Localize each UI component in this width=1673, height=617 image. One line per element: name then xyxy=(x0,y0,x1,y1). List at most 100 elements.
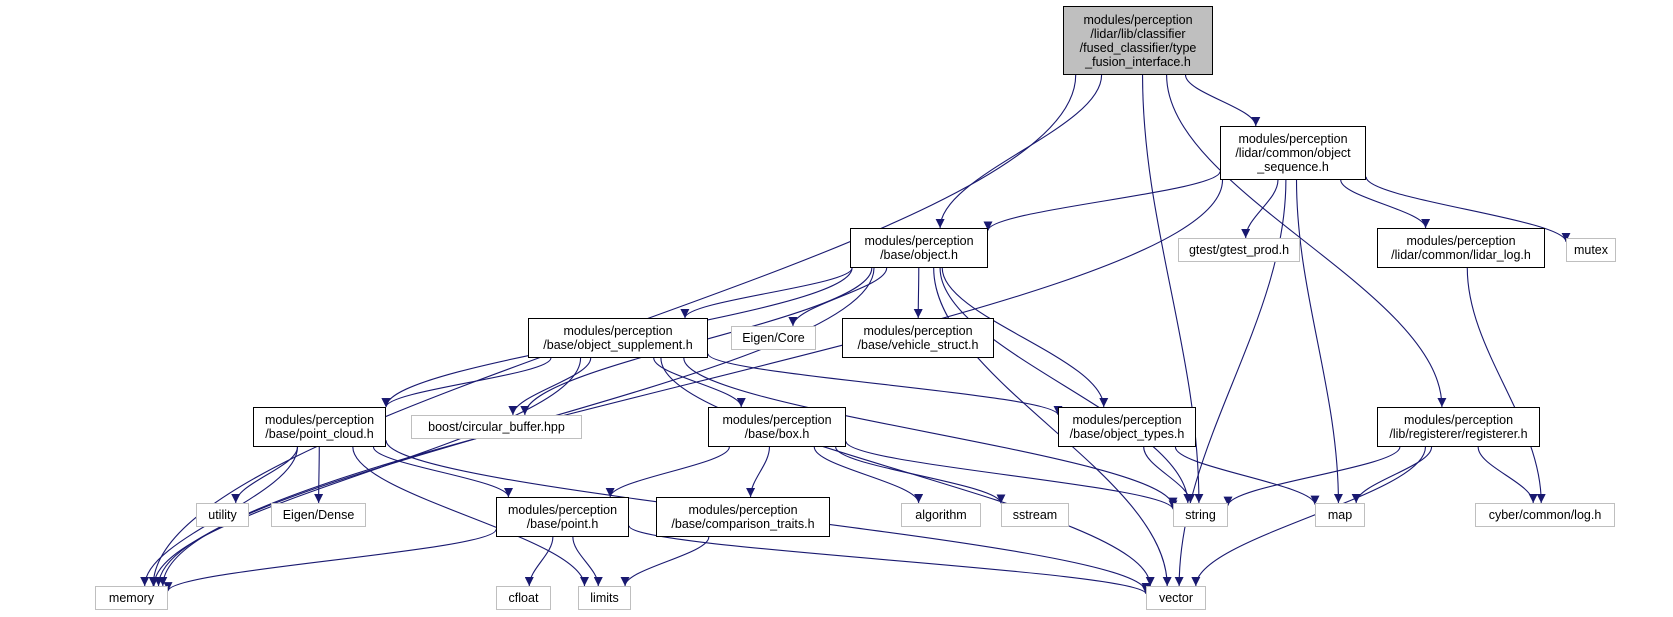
edge-type-fusion-interface-to-registerer xyxy=(1166,74,1447,408)
edge-comparison-traits-to-limits xyxy=(620,536,710,587)
node-eigen-core: Eigen/Core xyxy=(731,326,816,350)
node-label-line: /base/vehicle_struct.h xyxy=(857,338,979,352)
node-cfloat: cfloat xyxy=(496,586,551,610)
edge-point-to-memory xyxy=(163,529,497,592)
edge-object-supplement-to-object-types xyxy=(707,353,1063,416)
edge-object-sequence-to-object xyxy=(983,171,1221,231)
edge-point-cloud-to-limits xyxy=(352,446,589,587)
edge-box-to-string xyxy=(845,441,1178,510)
node-comparison-traits[interactable]: modules/perception/base/comparison_trait… xyxy=(656,497,830,537)
node-label-line: /base/point_cloud.h xyxy=(265,427,374,441)
node-label-line: /base/object.h xyxy=(880,248,958,262)
node-label-line: string xyxy=(1185,508,1216,522)
edge-object-supplement-to-point-cloud xyxy=(381,357,552,408)
node-sstream: sstream xyxy=(1001,503,1069,527)
node-map: map xyxy=(1315,503,1365,527)
node-label-line: /base/point.h xyxy=(526,517,599,531)
node-label-line: modules/perception xyxy=(722,413,832,427)
node-label-line: map xyxy=(1327,508,1353,522)
edge-object-sequence-to-map xyxy=(1295,179,1343,504)
edge-object-types-to-string xyxy=(1143,446,1195,504)
edge-object-supplement-to-string xyxy=(683,357,1178,507)
node-label-line: /base/comparison_traits.h xyxy=(671,517,815,531)
node-mutex: mutex xyxy=(1566,238,1616,262)
node-label-line: algorithm xyxy=(915,508,967,522)
edge-type-fusion-interface-to-string xyxy=(1141,74,1204,504)
edge-type-fusion-interface-to-object xyxy=(935,74,1103,229)
node-algorithm: algorithm xyxy=(901,503,981,527)
edge-point-cloud-to-eigen-dense xyxy=(314,446,324,504)
edge-point-cloud-to-point xyxy=(372,446,513,498)
node-vehicle-struct[interactable]: modules/perception/base/vehicle_struct.h xyxy=(842,318,994,358)
edge-lidar-log-to-cyber-log xyxy=(1466,267,1546,504)
node-label-line: modules/perception xyxy=(264,413,375,427)
node-eigen-dense: Eigen/Dense xyxy=(271,503,366,527)
edge-object-to-object-supplement xyxy=(680,267,853,319)
edge-registerer-to-vector xyxy=(1191,446,1427,587)
node-box[interactable]: modules/perception/base/box.h xyxy=(708,407,846,447)
node-string: string xyxy=(1173,503,1228,527)
node-type-fusion-interface[interactable]: modules/perception/lidar/lib/classifier/… xyxy=(1063,6,1213,75)
node-label-line: /lidar/common/lidar_log.h xyxy=(1391,248,1531,262)
node-label-line: /base/box.h xyxy=(744,427,810,441)
edge-object-supplement-to-box xyxy=(653,357,746,408)
node-registerer[interactable]: modules/perception/lib/registerer/regist… xyxy=(1377,407,1540,447)
node-label-line: modules/perception xyxy=(1072,413,1182,427)
node-label-line: cyber/common/log.h xyxy=(1488,508,1602,522)
edge-object-to-string xyxy=(939,267,1193,504)
node-object[interactable]: modules/perception/base/object.h xyxy=(850,228,988,268)
node-label-line: vector xyxy=(1158,591,1194,605)
node-lidar-log[interactable]: modules/perception/lidar/common/lidar_lo… xyxy=(1377,228,1545,268)
edge-object-to-vector xyxy=(933,267,1172,587)
node-memory: memory xyxy=(95,586,168,610)
edge-type-fusion-interface-to-object-sequence xyxy=(1184,74,1261,127)
node-label-line: /base/object_supplement.h xyxy=(543,338,693,352)
node-label-line: Eigen/Dense xyxy=(282,508,355,522)
node-label-line: /fused_classifier/type xyxy=(1079,40,1197,55)
edge-box-to-algorithm xyxy=(813,446,924,504)
node-label-line: Eigen/Core xyxy=(742,331,805,345)
edge-object-to-eigen-core xyxy=(788,267,888,327)
node-limits: limits xyxy=(578,586,631,610)
edge-point-cloud-to-utility xyxy=(231,446,299,504)
edge-object-sequence-to-vector xyxy=(1174,179,1287,587)
edge-box-to-point xyxy=(605,446,730,498)
node-object-supplement[interactable]: modules/perception/base/object_supplemen… xyxy=(528,318,708,358)
node-point-cloud[interactable]: modules/perception/base/point_cloud.h xyxy=(253,407,386,447)
node-label-line: /lidar/lib/classifier xyxy=(1090,26,1186,41)
node-label-line: memory xyxy=(108,591,155,605)
edge-box-to-comparison-traits xyxy=(746,446,770,498)
node-label-line: cfloat xyxy=(508,591,539,605)
node-label-line: modules/perception xyxy=(1083,12,1193,27)
node-object-types[interactable]: modules/perception/base/object_types.h xyxy=(1058,407,1196,447)
edge-point-to-cfloat xyxy=(524,536,554,587)
node-label-line: /lidar/common/object xyxy=(1235,146,1351,160)
node-label-line: modules/perception xyxy=(864,234,974,248)
node-label-line: limits xyxy=(590,591,619,605)
node-circular-buffer: boost/circular_buffer.hpp xyxy=(411,415,582,439)
edge-registerer-to-map xyxy=(1351,446,1433,504)
node-gtest-prod: gtest/gtest_prod.h xyxy=(1178,238,1300,262)
node-label-line: modules/perception xyxy=(863,324,973,338)
node-label-line: sstream xyxy=(1012,508,1058,522)
edge-point-to-limits xyxy=(572,536,603,587)
node-label-line: modules/perception xyxy=(1238,132,1348,146)
node-label-line: modules/perception xyxy=(688,503,798,517)
node-cyber-log: cyber/common/log.h xyxy=(1475,503,1615,527)
edge-object-to-object-types xyxy=(941,267,1109,408)
node-label-line: modules/perception xyxy=(507,503,618,517)
edge-object-types-to-map xyxy=(1174,446,1320,505)
edge-object-sequence-to-mutex xyxy=(1365,176,1571,243)
node-vector: vector xyxy=(1146,586,1206,610)
edge-object-sequence-to-gtest-prod xyxy=(1241,179,1279,239)
node-label-line: gtest/gtest_prod.h xyxy=(1188,243,1290,257)
node-label-line: utility xyxy=(208,508,237,522)
node-label-line: modules/perception xyxy=(1406,234,1516,248)
node-label-line: boost/circular_buffer.hpp xyxy=(428,420,565,434)
node-point[interactable]: modules/perception/base/point.h xyxy=(496,497,629,537)
edge-registerer-to-cyber-log xyxy=(1477,446,1538,504)
edge-object-supplement-to-circular-buffer xyxy=(508,357,592,416)
edge-object-sequence-to-lidar-log xyxy=(1340,179,1431,229)
node-object-sequence[interactable]: modules/perception/lidar/common/object_s… xyxy=(1220,126,1366,180)
